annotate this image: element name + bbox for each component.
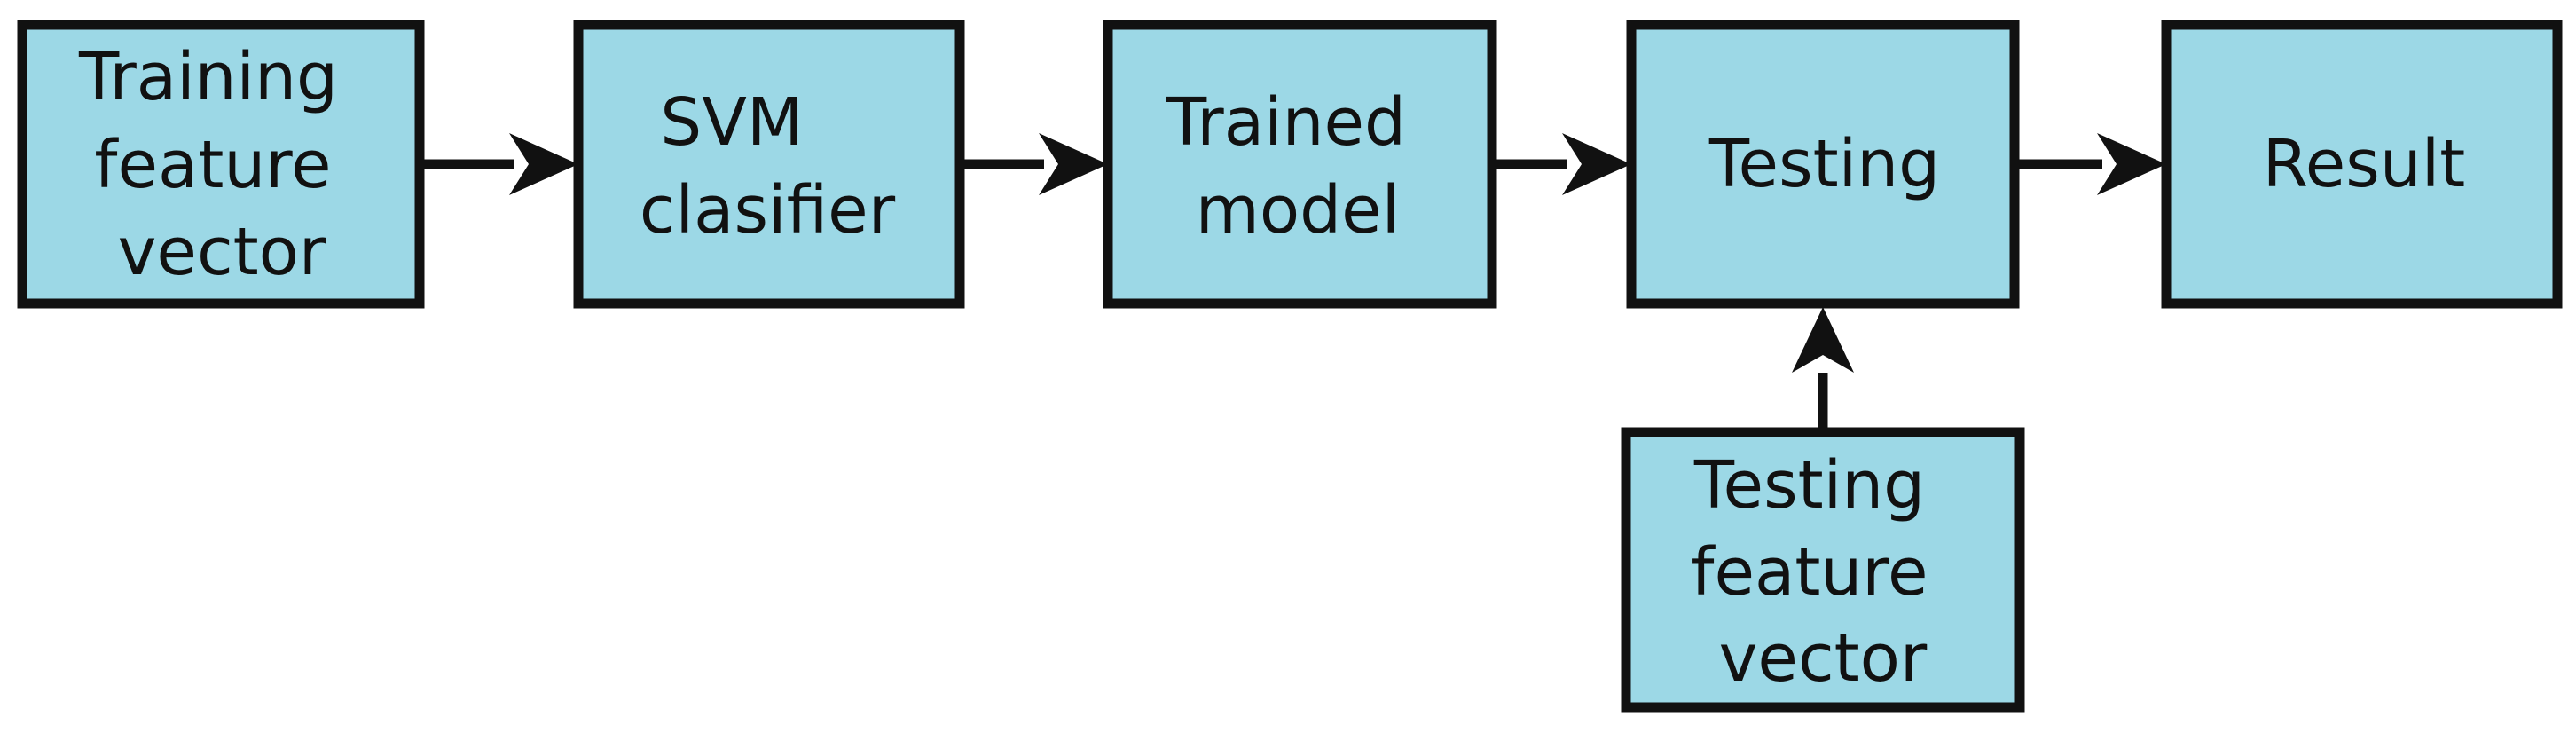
- node-text-testing-line-1: Testing: [1708, 126, 1940, 202]
- node-result: Result: [2161, 20, 2563, 309]
- node-trained-model: Trained model: [1103, 20, 1497, 309]
- node-text-training-line-2: feature: [94, 127, 331, 203]
- node-text-trained-model-line-1: Trained: [1166, 84, 1406, 161]
- node-text-svm-line-1: SVM: [660, 84, 803, 161]
- node-text-training-line-3: vector: [118, 214, 326, 290]
- node-testing: Testing: [1626, 20, 2020, 309]
- arrow-training-to-svm: [420, 133, 578, 195]
- node-text-training-line-1: Training: [78, 39, 338, 115]
- node-text-result-line-1: Result: [2263, 126, 2466, 202]
- node-testing-feature-vector: Testing feature vector: [1621, 427, 2025, 713]
- arrow-testing-feature-vector-to-testing: [1792, 307, 1854, 430]
- node-text-testing-feature-line-3: vector: [1719, 620, 1928, 697]
- edges-group: [420, 133, 2166, 430]
- node-text-testing-feature-line-1: Testing: [1693, 447, 1925, 524]
- arrow-svm-to-trained-model: [961, 133, 1108, 195]
- node-training-feature-vector: Training feature vector: [17, 20, 425, 309]
- node-svm-classifier: SVM clasifier: [573, 20, 965, 309]
- node-text-testing-feature-line-2: feature: [1691, 534, 1928, 611]
- node-text-svm-line-2: clasifier: [640, 172, 896, 248]
- arrow-trained-model-to-testing: [1493, 133, 1631, 195]
- node-text-trained-model-line-2: model: [1196, 172, 1400, 248]
- arrow-testing-to-result: [2015, 133, 2166, 195]
